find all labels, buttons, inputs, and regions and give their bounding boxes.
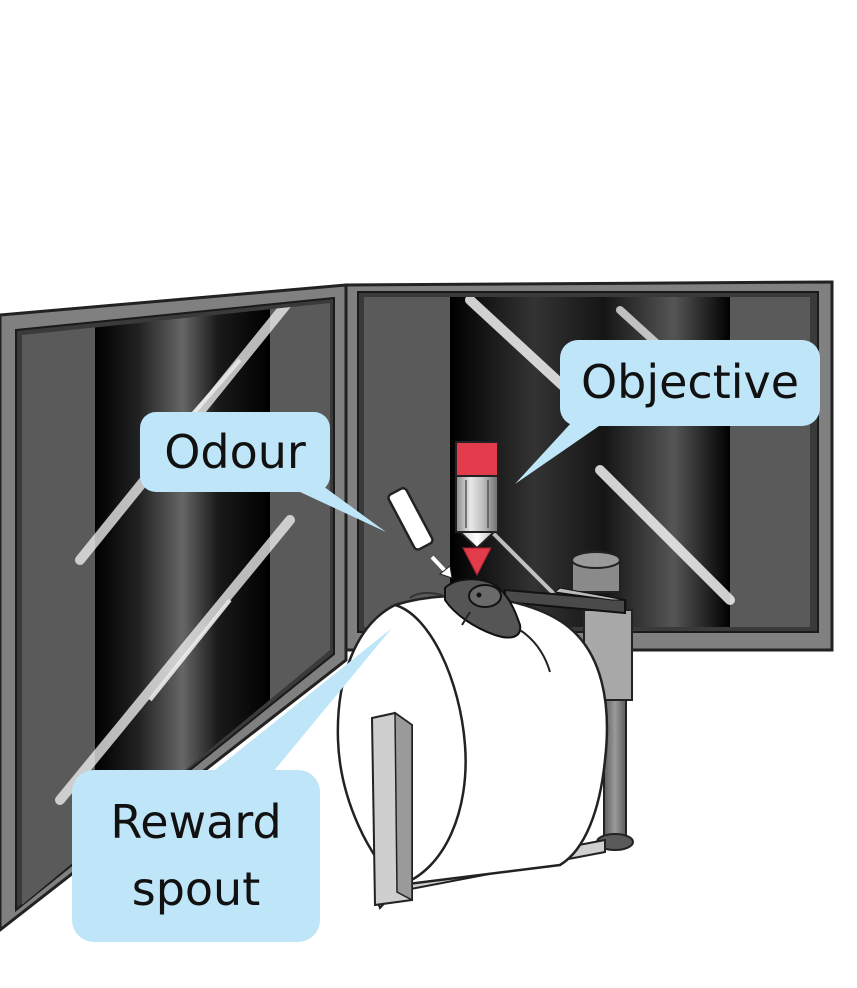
mouse-leg-front bbox=[461, 611, 471, 626]
objective-barrel bbox=[455, 475, 499, 533]
mouse bbox=[409, 578, 551, 673]
reward-label-line1: Reward bbox=[110, 795, 281, 849]
mouse-head bbox=[468, 584, 502, 608]
mouse-leg-back bbox=[519, 629, 551, 673]
odour-label: Odour bbox=[164, 425, 306, 479]
objective-callout-box bbox=[560, 340, 820, 426]
odour-flow-arrow bbox=[430, 555, 453, 579]
odour-tube-body bbox=[387, 486, 434, 551]
treadmill-wheel bbox=[336, 594, 609, 907]
reward-callout-pointer bbox=[205, 628, 392, 778]
wheel-rim bbox=[394, 603, 467, 887]
objective-label: Objective bbox=[581, 355, 799, 409]
odour-callout: Odour bbox=[140, 412, 386, 532]
reward-callout-box bbox=[72, 770, 320, 942]
objective bbox=[455, 441, 499, 577]
odour-callout-box bbox=[140, 412, 330, 492]
reward-label-line2: spout bbox=[132, 862, 261, 916]
mouse-eye bbox=[476, 592, 482, 598]
objective-cap bbox=[455, 441, 499, 477]
laser-beam bbox=[462, 547, 492, 577]
objective-callout: Objective bbox=[515, 340, 820, 484]
objective-lens bbox=[457, 531, 497, 550]
odour-tube bbox=[387, 486, 434, 551]
objective-callout-pointer bbox=[515, 410, 615, 484]
reward-spout-callout: Reward spout bbox=[72, 628, 392, 942]
